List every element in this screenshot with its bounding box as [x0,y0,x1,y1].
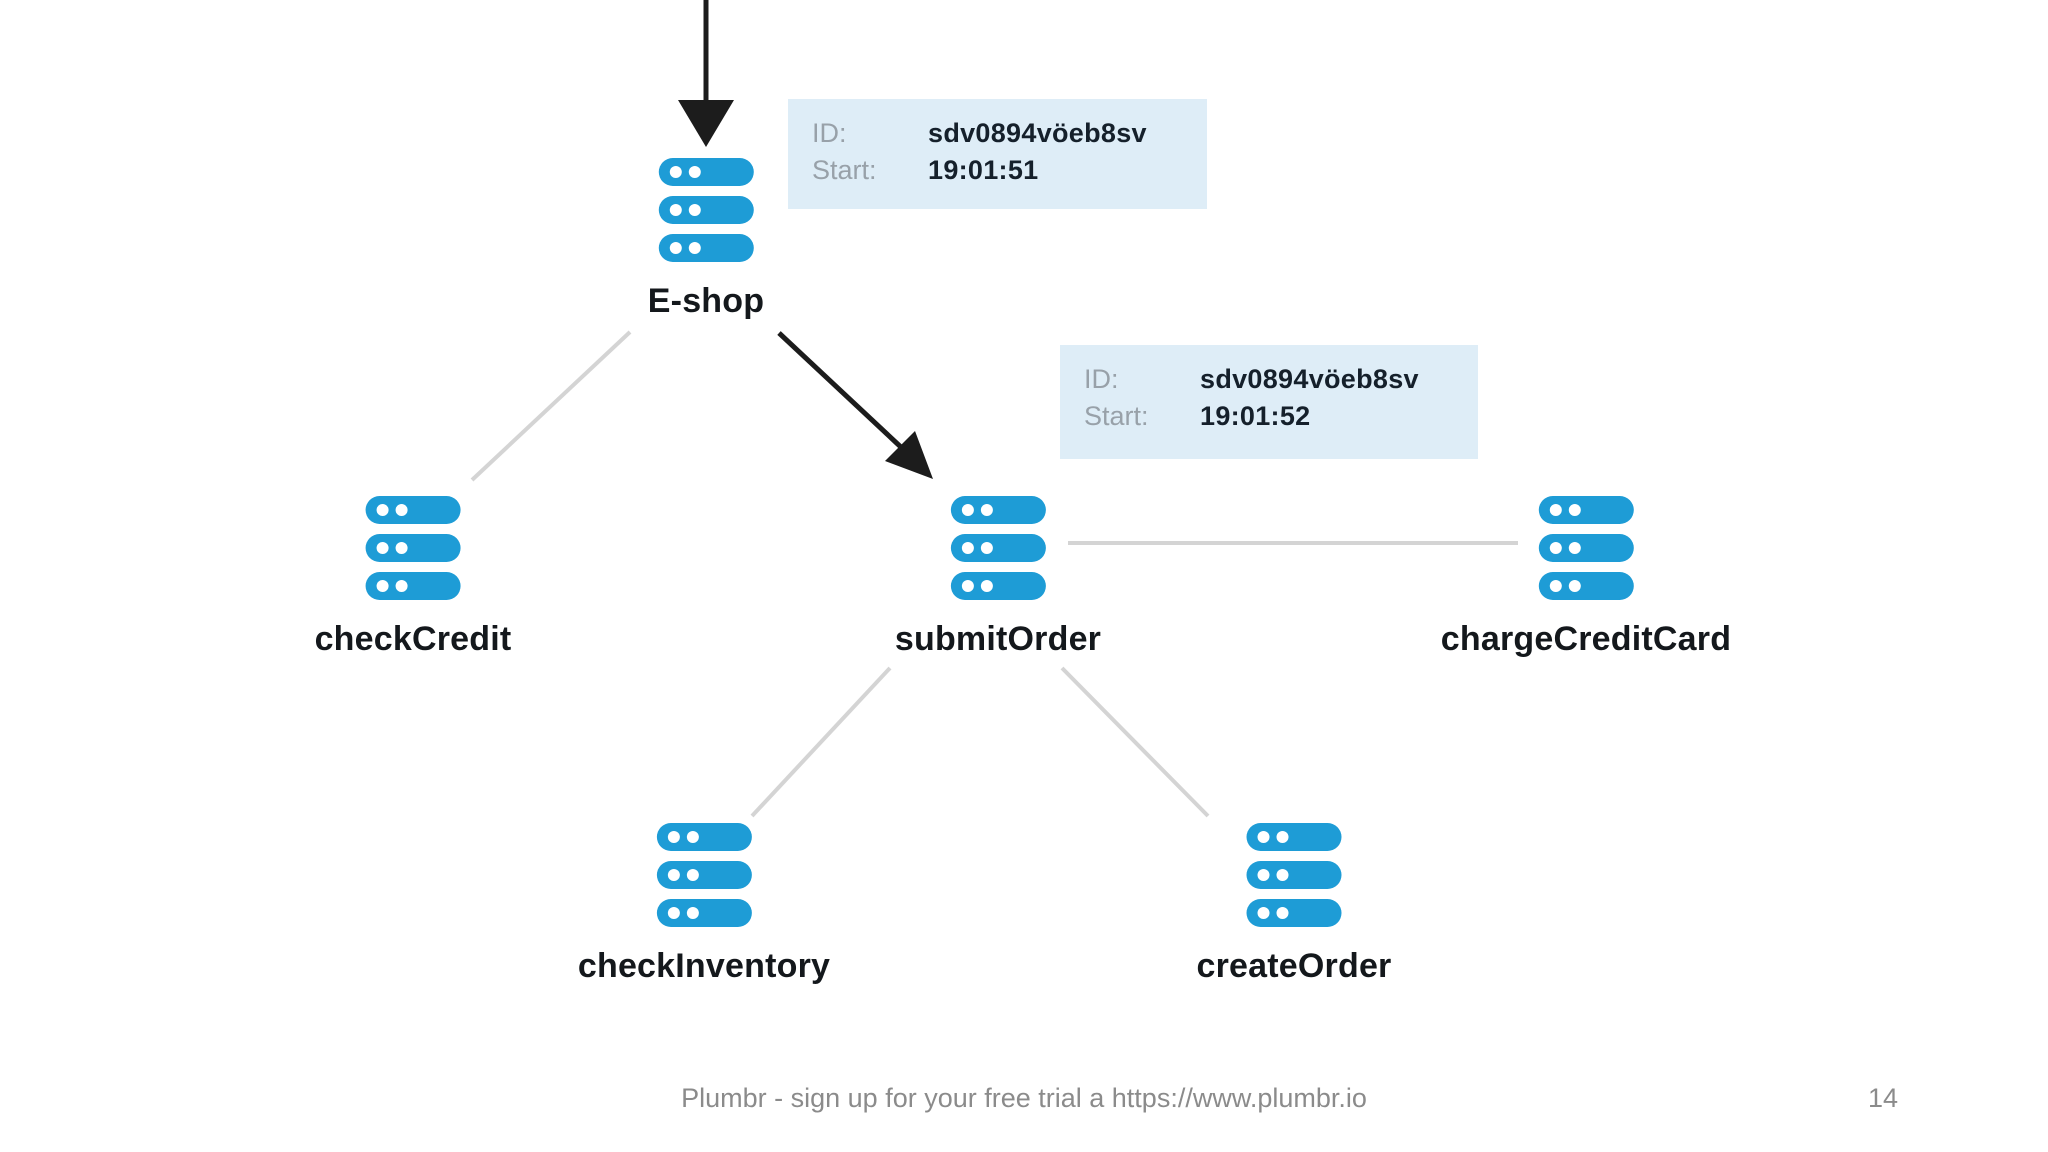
server-icon [1538,496,1634,600]
server-dot-icon [1549,580,1562,592]
tooltip-row-start: Start: 19:01:52 [1084,398,1478,435]
server-dot-icon [1257,831,1270,843]
tooltip-start-label: Start: [1084,401,1149,431]
edge-submitorder-createorder [1060,666,1210,818]
server-icon [656,823,752,927]
server-dot-icon [1276,869,1289,881]
server-dot-icon [686,831,699,843]
server-dot-icon [1549,542,1562,554]
server-bar [1538,572,1634,600]
arrow-eshop-to-submitorder-head-icon [885,431,933,479]
node-chargecreditcard: chargeCreditCard [1441,496,1731,659]
server-bar [1246,861,1342,889]
tooltip-id-label: ID: [812,118,847,148]
node-submitorder: submitOrder [895,496,1101,659]
server-bar [365,534,461,562]
server-bar [656,899,752,927]
server-dot-icon [667,869,680,881]
server-dot-icon [1568,504,1581,516]
server-icon [950,496,1046,600]
server-bar [365,496,461,524]
server-dot-icon [376,580,389,592]
server-dot-icon [1257,869,1270,881]
server-dot-icon [688,242,701,254]
tooltip-row-id: ID: sdv0894vöeb8sv [1084,361,1478,398]
tooltip-id-label: ID: [1084,364,1119,394]
node-checkinventory: checkInventory [578,823,830,986]
server-icon [1246,823,1342,927]
server-dot-icon [980,580,993,592]
tooltip-start-value: 19:01:52 [1200,401,1311,431]
server-dot-icon [1549,504,1562,516]
tooltip-id-value: sdv0894vöeb8sv [928,118,1147,148]
trace-tooltip-submitorder: ID: sdv0894vöeb8sv Start: 19:01:52 [1060,345,1478,459]
slide-footer-text: Plumbr - sign up for your free trial a h… [681,1083,1367,1113]
server-bar [1538,496,1634,524]
server-dot-icon [669,204,682,216]
edge-eshop-checkcredit [470,330,632,482]
server-dot-icon [667,907,680,919]
server-bar [365,572,461,600]
tooltip-row-id: ID: sdv0894vöeb8sv [812,115,1207,152]
server-dot-icon [980,504,993,516]
server-dot-icon [961,542,974,554]
node-eshop: E-shop [648,158,764,321]
server-dot-icon [1257,907,1270,919]
edge-submitorder-checkinventory [750,666,892,818]
server-bar [1246,823,1342,851]
server-bar [656,823,752,851]
server-icon [658,158,754,262]
server-dot-icon [686,907,699,919]
tooltip-start-label: Start: [812,155,877,185]
server-bar [1538,534,1634,562]
arrow-incoming-request-head-icon [678,100,734,147]
slide-page-number: 14 [1868,1083,1899,1113]
node-createorder: createOrder [1197,823,1392,986]
server-bar [656,861,752,889]
node-label-submitorder: submitOrder [894,620,1102,658]
server-dot-icon [1276,907,1289,919]
tooltip-row-start: Start: 19:01:51 [812,152,1207,189]
server-bar [950,534,1046,562]
server-dot-icon [686,869,699,881]
node-label-checkcredit: checkCredit [314,620,512,658]
server-dot-icon [395,542,408,554]
server-dot-icon [395,504,408,516]
server-bar [950,496,1046,524]
server-dot-icon [688,166,701,178]
server-dot-icon [961,580,974,592]
node-checkcredit: checkCredit [315,496,512,659]
server-dot-icon [667,831,680,843]
trace-tooltip-eshop: ID: sdv0894vöeb8sv Start: 19:01:51 [788,99,1207,209]
server-icon [365,496,461,600]
server-dot-icon [376,542,389,554]
server-bar [658,158,754,186]
server-dot-icon [1568,542,1581,554]
node-label-chargecreditcard: chargeCreditCard [1440,620,1732,658]
server-bar [950,572,1046,600]
arrow-eshop-to-submitorder-line [777,331,905,451]
server-dot-icon [376,504,389,516]
server-bar [1246,899,1342,927]
server-dot-icon [980,542,993,554]
tooltip-start-value: 19:01:51 [928,155,1039,185]
node-label-checkinventory: checkInventory [577,947,831,985]
server-dot-icon [395,580,408,592]
server-dot-icon [1276,831,1289,843]
server-dot-icon [961,504,974,516]
server-dot-icon [688,204,701,216]
server-bar [658,234,754,262]
server-bar [658,196,754,224]
server-dot-icon [669,166,682,178]
server-dot-icon [669,242,682,254]
node-label-eshop: E-shop [647,282,765,320]
tooltip-id-value: sdv0894vöeb8sv [1200,364,1419,394]
node-label-createorder: createOrder [1196,947,1392,985]
server-dot-icon [1568,580,1581,592]
